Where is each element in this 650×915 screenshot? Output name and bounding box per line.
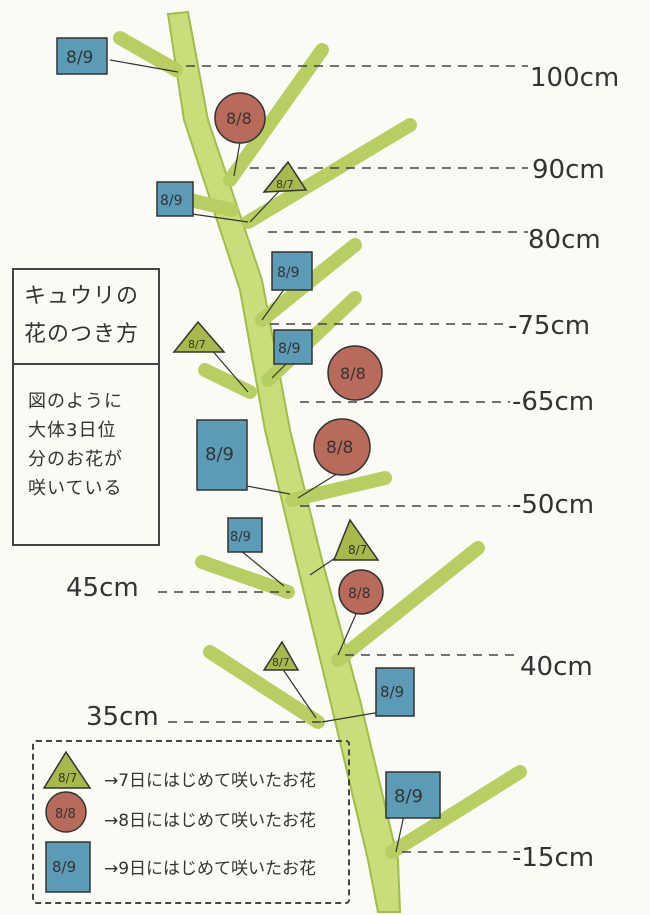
desc-line-1: 図のように: [28, 391, 123, 412]
green-triangle-icon: 8/7: [172, 320, 226, 353]
legend-green-triangle-icon: 8/7: [42, 750, 92, 789]
height-label-50: -50cm: [512, 490, 594, 520]
branch-90-right: [241, 118, 417, 229]
branch-35-left: [203, 645, 325, 729]
red-circle-icon: 8/8: [313, 418, 371, 476]
svg-text:8/8: 8/8: [55, 807, 76, 822]
branch-15-right: [385, 765, 527, 859]
svg-text:8/9: 8/9: [66, 48, 93, 68]
desc-line-2: 大体3日位: [28, 420, 117, 441]
height-label-15: -15cm: [512, 843, 594, 873]
svg-text:8/9: 8/9: [277, 265, 300, 281]
desc-line-4: 咲いている: [28, 478, 123, 499]
height-label-75: -75cm: [508, 311, 590, 341]
svg-text:8/9: 8/9: [278, 341, 301, 357]
legend-blue-square-icon: 8/9: [45, 841, 91, 893]
green-triangle-icon: 8/7: [332, 518, 380, 561]
legend-row-aug9: →9日にはじめて咲いたお花: [104, 859, 317, 879]
legend-row-aug7: →7日にはじめて咲いたお花: [104, 771, 317, 791]
title-box: キュウリの 花のつき方 図のように 大体3日位 分のお花が 咲いている: [12, 268, 160, 546]
title: キュウリの 花のつき方: [14, 270, 158, 365]
blue-square-icon: 8/9: [56, 37, 108, 75]
branch-45-left: [195, 555, 295, 599]
blue-square-icon: 8/9: [196, 419, 248, 491]
blue-square-icon: 8/9: [273, 329, 313, 365]
height-label-80: 80cm: [528, 225, 601, 255]
title-line-2: 花のつき方: [24, 322, 140, 347]
svg-text:8/9: 8/9: [52, 858, 76, 876]
blue-square-icon: 8/9: [227, 517, 263, 553]
blue-square-icon: 8/9: [385, 771, 441, 819]
red-circle-icon: 8/8: [327, 345, 383, 401]
green-triangle-icon: 8/7: [262, 160, 308, 193]
height-label-65: -65cm: [512, 387, 594, 417]
legend-row-aug8: →8日にはじめて咲いたお花: [104, 811, 317, 831]
svg-text:8/9: 8/9: [160, 193, 183, 209]
height-label-35: 35cm: [86, 702, 159, 732]
svg-text:8/8: 8/8: [226, 109, 252, 128]
branch-100-left: [113, 31, 183, 77]
svg-text:8/8: 8/8: [340, 364, 366, 383]
blue-square-icon: 8/9: [375, 667, 415, 717]
svg-text:8/9: 8/9: [394, 786, 423, 807]
svg-text:8/7: 8/7: [272, 656, 290, 669]
svg-text:8/7: 8/7: [276, 178, 294, 191]
green-triangle-icon: 8/7: [262, 640, 300, 671]
height-label-100: 100cm: [530, 63, 619, 93]
svg-text:8/8: 8/8: [326, 438, 353, 458]
svg-text:8/9: 8/9: [230, 530, 251, 545]
blue-square-icon: 8/9: [156, 181, 194, 217]
svg-text:8/9: 8/9: [205, 444, 234, 465]
legend: →7日にはじめて咲いたお花 →8日にはじめて咲いたお花 →9日にはじめて咲いたお…: [32, 740, 350, 904]
blue-square-icon: 8/9: [271, 251, 313, 291]
branch-65-left: [198, 363, 257, 399]
branch-80-left: [183, 193, 239, 217]
svg-text:8/7: 8/7: [188, 338, 206, 351]
svg-text:8/9: 8/9: [380, 683, 404, 701]
desc-line-3: 分のお花が: [28, 449, 123, 470]
red-circle-icon: 8/8: [214, 92, 266, 144]
red-circle-icon: 8/8: [338, 569, 384, 615]
description: 図のように 大体3日位 分のお花が 咲いている: [14, 365, 158, 503]
branch-right-upper: [223, 43, 329, 187]
svg-text:8/8: 8/8: [348, 586, 371, 602]
height-label-90: 90cm: [532, 155, 605, 185]
height-label-40: 40cm: [520, 652, 593, 682]
legend-red-circle-icon: 8/8: [45, 791, 87, 833]
height-guides: [158, 65, 528, 853]
branch-40-right: [331, 541, 485, 667]
branches: [113, 31, 527, 859]
title-line-1: キュウリの: [24, 284, 140, 309]
svg-text:8/7: 8/7: [58, 771, 77, 785]
height-label-45: 45cm: [66, 573, 139, 603]
branch-50-right: [285, 471, 392, 507]
svg-text:8/7: 8/7: [348, 543, 367, 557]
